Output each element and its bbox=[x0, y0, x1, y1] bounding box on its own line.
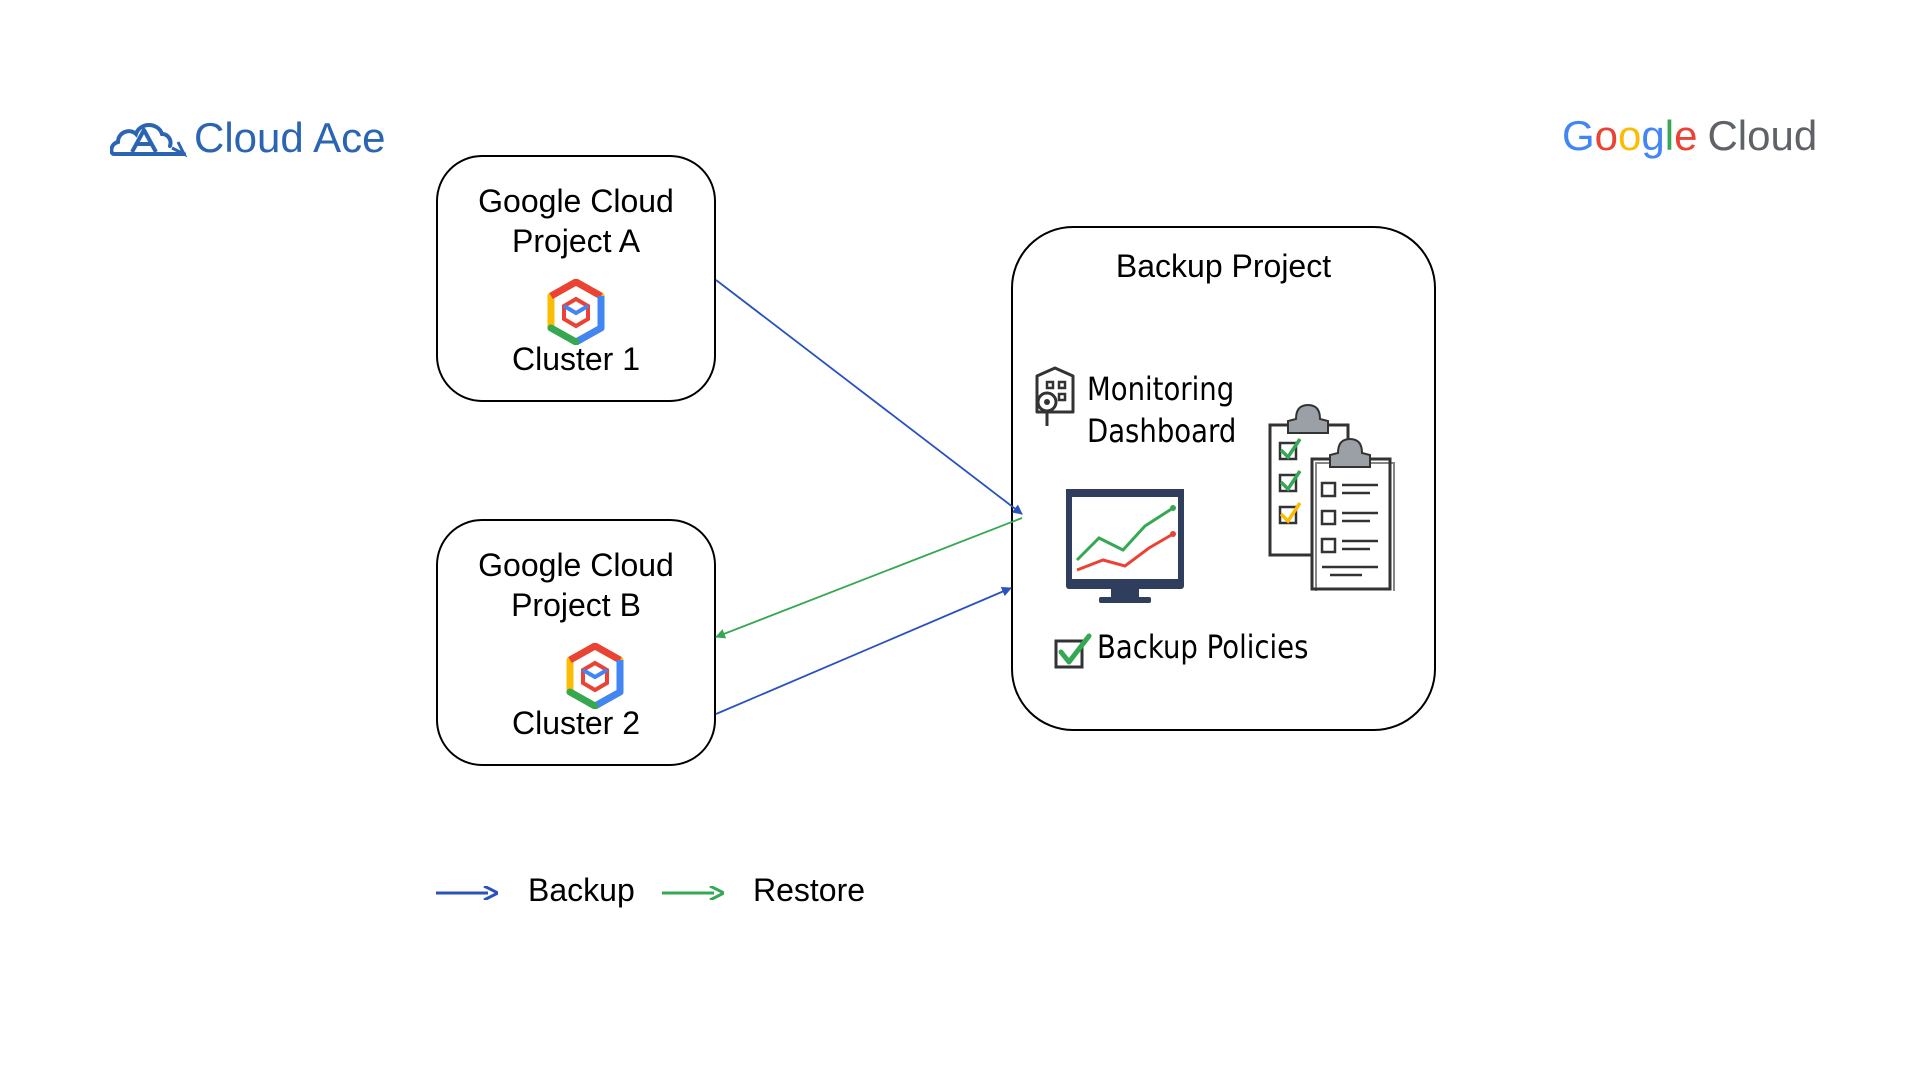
monitoring-label-line2: Dashboard bbox=[1087, 412, 1237, 450]
project-b-title: Google Cloud Project B bbox=[438, 545, 714, 625]
restore-arrow-b bbox=[715, 517, 1023, 639]
google-logo-suffix: Cloud bbox=[1707, 112, 1818, 159]
cluster-2-label: Cluster 2 bbox=[511, 705, 641, 741]
gke-cluster-icon bbox=[566, 643, 624, 709]
backup-legend-label: Backup bbox=[528, 872, 635, 908]
checklist-clipboard-icon bbox=[1268, 403, 1395, 591]
restore-legend-label: Restore bbox=[753, 872, 866, 908]
monitoring-dashboard-label: Monitoring Dashboard bbox=[1087, 368, 1236, 452]
checkbox-checked-icon bbox=[1054, 633, 1092, 669]
backup-arrow-b bbox=[715, 586, 1012, 715]
cloud-ace-logo: Cloud Ace bbox=[110, 112, 385, 164]
project-b-title-line1: Google Cloud bbox=[478, 547, 674, 583]
gke-cluster-icon bbox=[547, 279, 605, 345]
backup-arrow-a bbox=[715, 279, 1023, 515]
cloud-ace-logo-text: Cloud Ace bbox=[194, 114, 386, 161]
project-b-box: Google Cloud Project B Cluster 2 bbox=[436, 519, 716, 766]
backup-project-box: Backup Project Monitoring Dashboard bbox=[1011, 226, 1436, 731]
cluster-1-label: Cluster 1 bbox=[511, 341, 641, 377]
backup-policies-label: Backup Policies bbox=[1097, 628, 1309, 666]
monitor-chart-icon bbox=[1066, 489, 1184, 603]
project-b-title-line2: Project B bbox=[511, 587, 641, 623]
monitoring-label-line1: Monitoring bbox=[1087, 370, 1235, 408]
backup-legend-arrow-icon bbox=[436, 886, 498, 900]
restore-legend-arrow-icon bbox=[662, 886, 724, 900]
project-a-title: Google Cloud Project A bbox=[438, 181, 714, 261]
project-a-title-line1: Google Cloud bbox=[478, 183, 674, 219]
project-a-box: Google Cloud Project A Cluster 1 bbox=[436, 155, 716, 402]
project-a-title-line2: Project A bbox=[511, 223, 641, 259]
backup-project-title: Backup Project bbox=[1115, 248, 1332, 284]
cloud-ace-mark-icon bbox=[110, 123, 188, 158]
monitoring-building-icon bbox=[1035, 366, 1075, 426]
google-logo-word: Google bbox=[1562, 112, 1698, 159]
